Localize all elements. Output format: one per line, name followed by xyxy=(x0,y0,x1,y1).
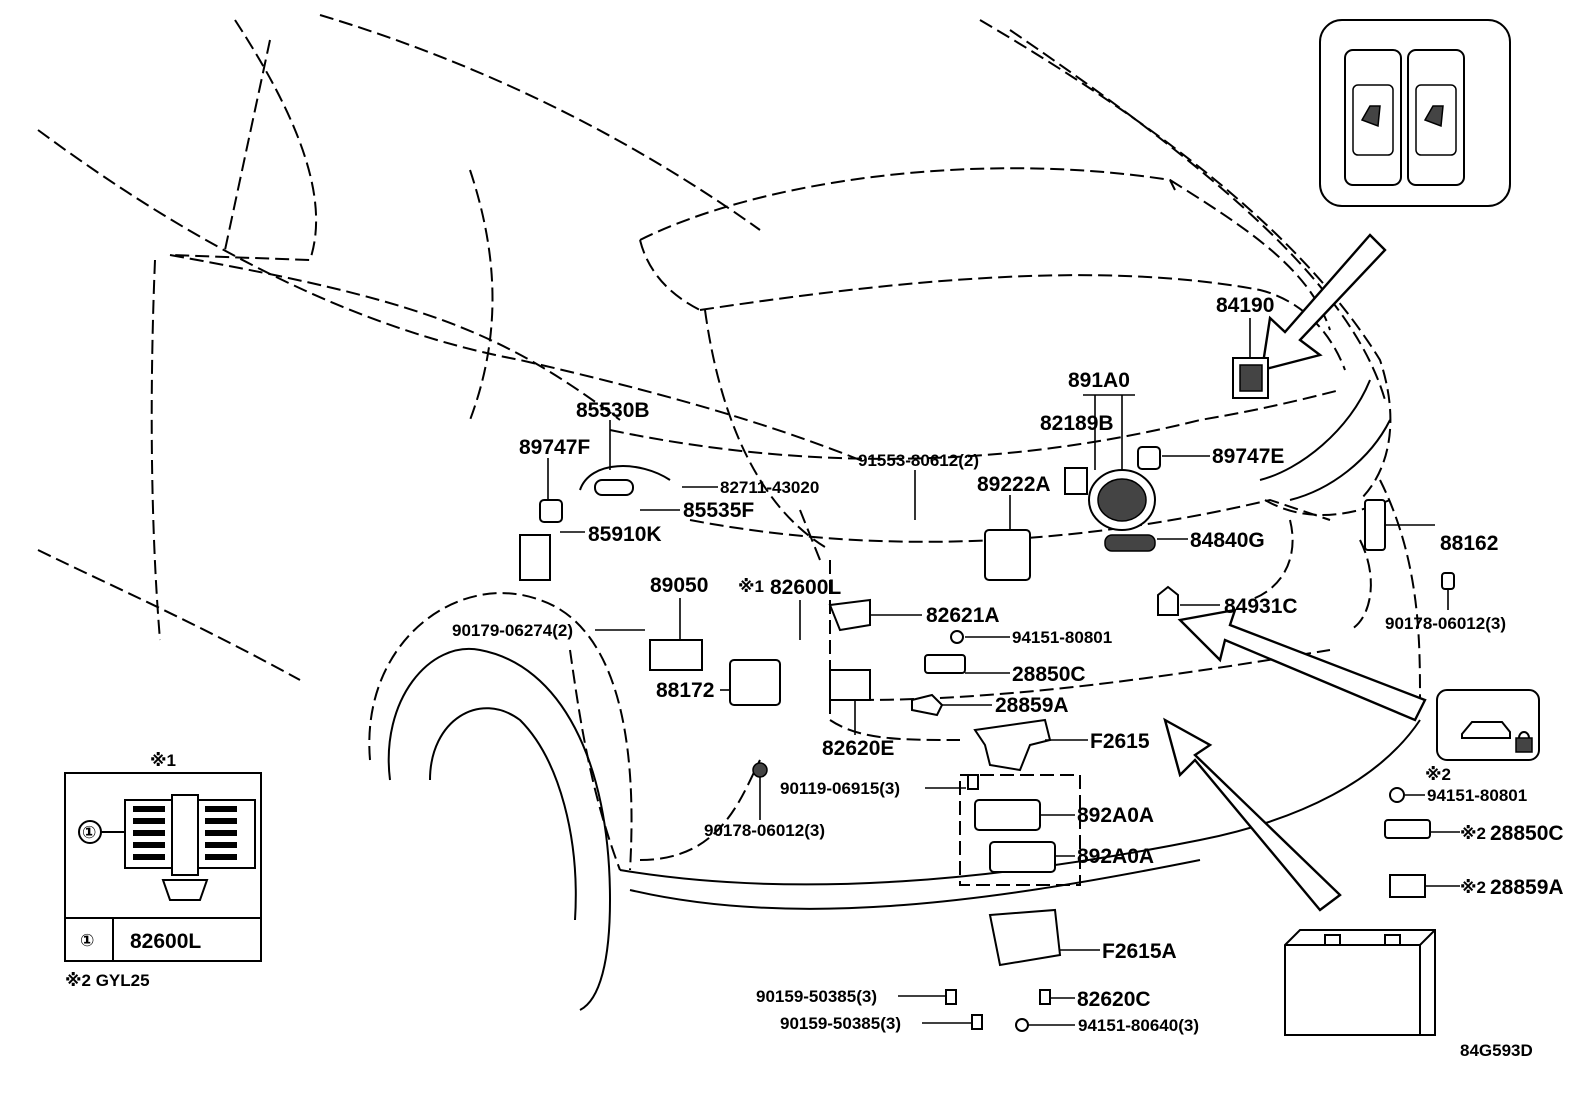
inset-table-part: 82600L xyxy=(130,930,201,953)
label-892A0A-2: 892A0A xyxy=(1077,845,1154,868)
label-90178-06012-left: 90178-06012(3) xyxy=(704,821,825,840)
pointer-arrows xyxy=(1163,233,1427,912)
label-82600L: 82600L xyxy=(770,576,841,599)
label-28859A-b: 28859A xyxy=(1490,876,1564,899)
label-F2615: F2615 xyxy=(1090,730,1150,753)
label-90159-50385-1: 90159-50385(3) xyxy=(756,987,877,1006)
label-94151-80640: 94151-80640(3) xyxy=(1078,1016,1199,1035)
label-82620C: 82620C xyxy=(1077,988,1151,1011)
label-85535F: 85535F xyxy=(683,499,754,522)
label-82189B: 82189B xyxy=(1040,412,1114,435)
label-90179-06274: 90179-06274(2) xyxy=(452,621,573,640)
label-90119-06915: 90119-06915(3) xyxy=(780,779,900,798)
label-F2615A: F2615A xyxy=(1102,940,1177,963)
label-88162: 88162 xyxy=(1440,532,1498,555)
label-84190: 84190 xyxy=(1216,294,1274,317)
clip-detail-inset: ※1 ① ① 82600L ※2 GYL25 xyxy=(64,751,262,990)
note-mark-1: ※1 xyxy=(738,577,764,596)
note-mark-2-top: ※2 xyxy=(1425,765,1451,784)
label-94151-80801-b: 94151-80801 xyxy=(1427,786,1527,805)
inset-callout-1: ① xyxy=(82,823,96,842)
note-mark-2-mid: ※2 xyxy=(1460,824,1486,843)
hatch-lock-icon-box xyxy=(1436,689,1540,761)
label-89222A: 89222A xyxy=(977,473,1051,496)
part-labels: 84190 891A0 82189B 89747E 85530B 89747F … xyxy=(452,294,1564,1035)
label-82711-43020: 82711-43020 xyxy=(720,478,819,497)
label-82620E: 82620E xyxy=(822,737,894,760)
label-89747F: 89747F xyxy=(519,436,590,459)
label-892A0A-1: 892A0A xyxy=(1077,804,1154,827)
label-94151-80801-a: 94151-80801 xyxy=(1012,628,1112,647)
label-90178-06012-right: 90178-06012(3) xyxy=(1385,614,1506,633)
label-891A0: 891A0 xyxy=(1068,369,1130,392)
note-mark-2-low: ※2 xyxy=(1460,878,1486,897)
label-88172: 88172 xyxy=(656,679,714,702)
label-28850C: 28850C xyxy=(1012,663,1086,686)
label-85530B: 85530B xyxy=(576,399,650,422)
label-28850C-b: 28850C xyxy=(1490,822,1564,845)
label-89747E: 89747E xyxy=(1212,445,1284,468)
note-gyl25: ※2 GYL25 xyxy=(65,971,150,990)
label-84931C: 84931C xyxy=(1224,595,1298,618)
tailgate-switch-inset xyxy=(1319,19,1511,207)
label-84840G: 84840G xyxy=(1190,529,1265,552)
component-parts xyxy=(519,357,1455,1032)
label-89050: 89050 xyxy=(650,574,708,597)
label-90159-50385-2: 90159-50385(3) xyxy=(780,1014,901,1033)
label-28859A: 28859A xyxy=(995,694,1069,717)
label-85910K: 85910K xyxy=(588,523,662,546)
diagram-code: 84G593D xyxy=(1460,1041,1533,1060)
leader-lines xyxy=(547,318,1460,1026)
inset-table-callout: ① xyxy=(80,931,94,950)
inset-mark-1: ※1 xyxy=(150,751,176,770)
label-91553-80612: 91553-80612(2) xyxy=(858,451,979,470)
battery-icon xyxy=(1284,929,1436,1036)
label-82621A: 82621A xyxy=(926,604,1000,627)
